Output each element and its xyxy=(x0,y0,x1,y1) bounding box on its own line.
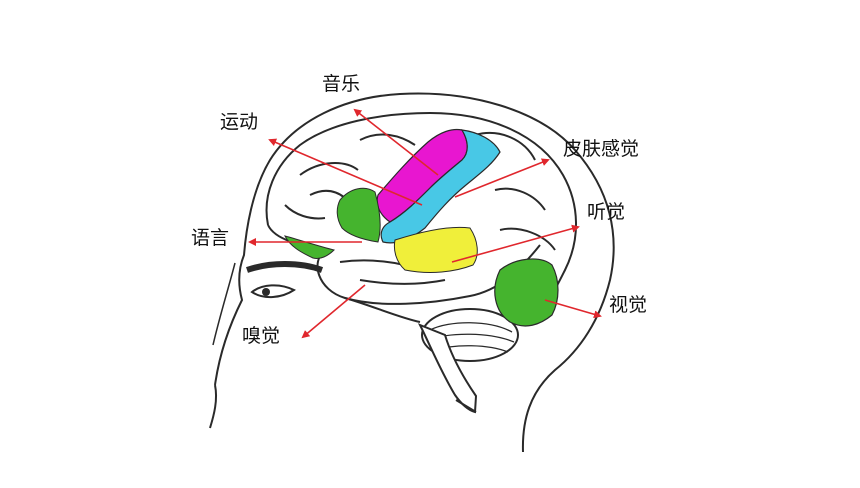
label-motor: 运动 xyxy=(220,111,259,133)
arrow-hearing xyxy=(451,224,580,263)
label-vision: 视觉 xyxy=(609,294,648,316)
language-region xyxy=(336,187,381,243)
language-lower-region xyxy=(284,235,335,259)
vision-region xyxy=(494,258,559,327)
arrow-smell xyxy=(301,284,366,339)
label-music: 音乐 xyxy=(322,73,361,95)
label-hearing: 听觉 xyxy=(587,201,626,223)
arrow-vision xyxy=(544,299,602,319)
label-somatosensory: 皮肤感觉 xyxy=(563,138,640,160)
pointer-arrows xyxy=(248,108,602,339)
label-language: 语言 xyxy=(191,227,230,249)
somatosensory-region xyxy=(380,129,501,244)
head-outline xyxy=(209,92,615,453)
label-smell: 嗅觉 xyxy=(242,325,281,347)
arrow-music xyxy=(353,108,439,176)
eye xyxy=(246,261,324,298)
arrow-somatosensory xyxy=(454,158,550,198)
arrow-motor xyxy=(268,138,423,206)
brain-stem xyxy=(417,323,478,414)
